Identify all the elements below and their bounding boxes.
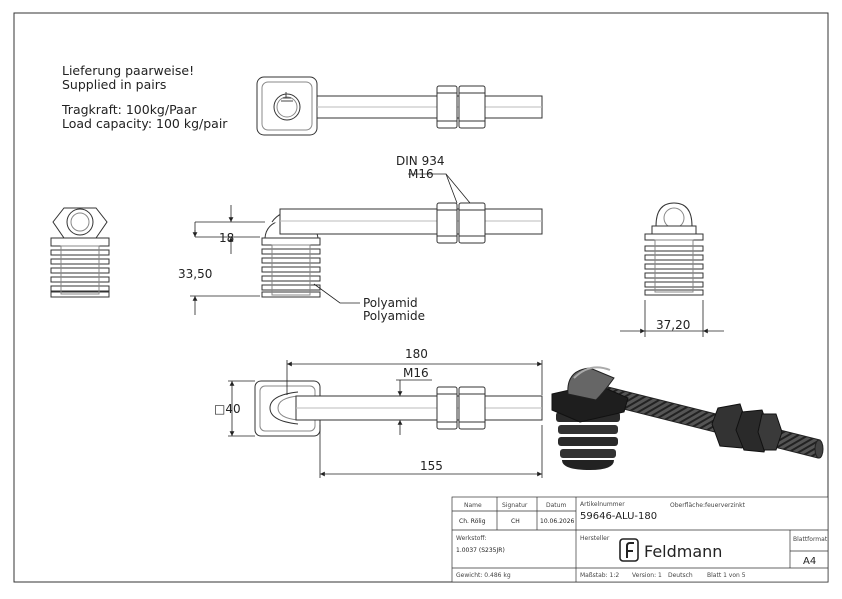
tb-material-label: Werkstoff:: [456, 535, 487, 542]
isometric-view: [551, 366, 824, 470]
tb-language: Deutsch: [668, 572, 693, 579]
dimension-lines: [190, 173, 724, 478]
tb-version: Version: 1: [632, 572, 662, 579]
dim-180: 180: [405, 347, 428, 361]
tb-surface-label: Oberfläche:: [670, 502, 705, 509]
dimension-texts: 18 33,50 37,20 180 155 □40: [178, 231, 690, 473]
front-view: [261, 202, 543, 298]
callout-polyamide: Polyamide: [363, 309, 425, 323]
top-view: [256, 76, 543, 136]
tb-brand: Feldmann: [644, 542, 722, 561]
callout-m16-top: M16: [408, 167, 434, 181]
notes-block: Lieferung paarweise! Supplied in pairs T…: [61, 63, 228, 131]
dim-37-20: 37,20: [656, 318, 690, 332]
tb-weight: Gewicht: 0.486 kg: [456, 572, 511, 579]
note-line-1: Lieferung paarweise!: [62, 63, 194, 78]
tb-signature-value: CH: [511, 518, 520, 525]
tb-format-label: Blattformat: [793, 536, 828, 543]
tb-name-label: Name: [464, 502, 482, 509]
tb-name-value: Ch. Rölig: [459, 518, 486, 525]
title-block: [451, 496, 829, 583]
title-block-text: Name Signatur Datum Ch. Rölig CH 10.06.2…: [456, 501, 828, 579]
bottom-view: [254, 380, 543, 437]
dim-33-50: 33,50: [178, 267, 212, 281]
tb-format-value: A4: [803, 556, 816, 567]
note-line-3: Tragkraft: 100kg/Paar: [61, 102, 197, 117]
feldmann-logo: Feldmann: [619, 538, 722, 562]
tb-surface-value: feuerverzinkt: [705, 502, 746, 509]
tb-scale: Maßstab: 1:2: [580, 572, 619, 579]
note-line-4: Load capacity: 100 kg/pair: [62, 116, 228, 131]
callout-din934: DIN 934: [396, 154, 444, 168]
tb-date-label: Datum: [546, 502, 566, 509]
callout-texts: DIN 934 M16 Polyamid Polyamide M16: [363, 154, 444, 380]
tb-material-value: 1.0037 (S235JR): [456, 547, 505, 554]
tb-sheet: Blatt 1 von 5: [707, 572, 746, 579]
callout-m16-bottom: M16: [403, 366, 429, 380]
tb-manufacturer-label: Hersteller: [580, 535, 610, 542]
note-line-2: Supplied in pairs: [62, 77, 166, 92]
tb-signature-label: Signatur: [502, 502, 528, 509]
dim-155: 155: [420, 459, 443, 473]
dim-18: 18: [219, 231, 234, 245]
right-side-view: [644, 202, 704, 296]
tb-article-value: 59646-ALU-180: [580, 511, 657, 522]
sheet-border: [13, 12, 829, 583]
callout-polyamid: Polyamid: [363, 296, 418, 310]
feldmann-logo-icon: [619, 538, 639, 562]
tb-article-label: Artikelnummer: [580, 501, 625, 508]
tb-date-value: 10.06.2026: [540, 518, 575, 525]
left-side-view: [50, 207, 110, 298]
dim-40: □40: [214, 402, 241, 416]
